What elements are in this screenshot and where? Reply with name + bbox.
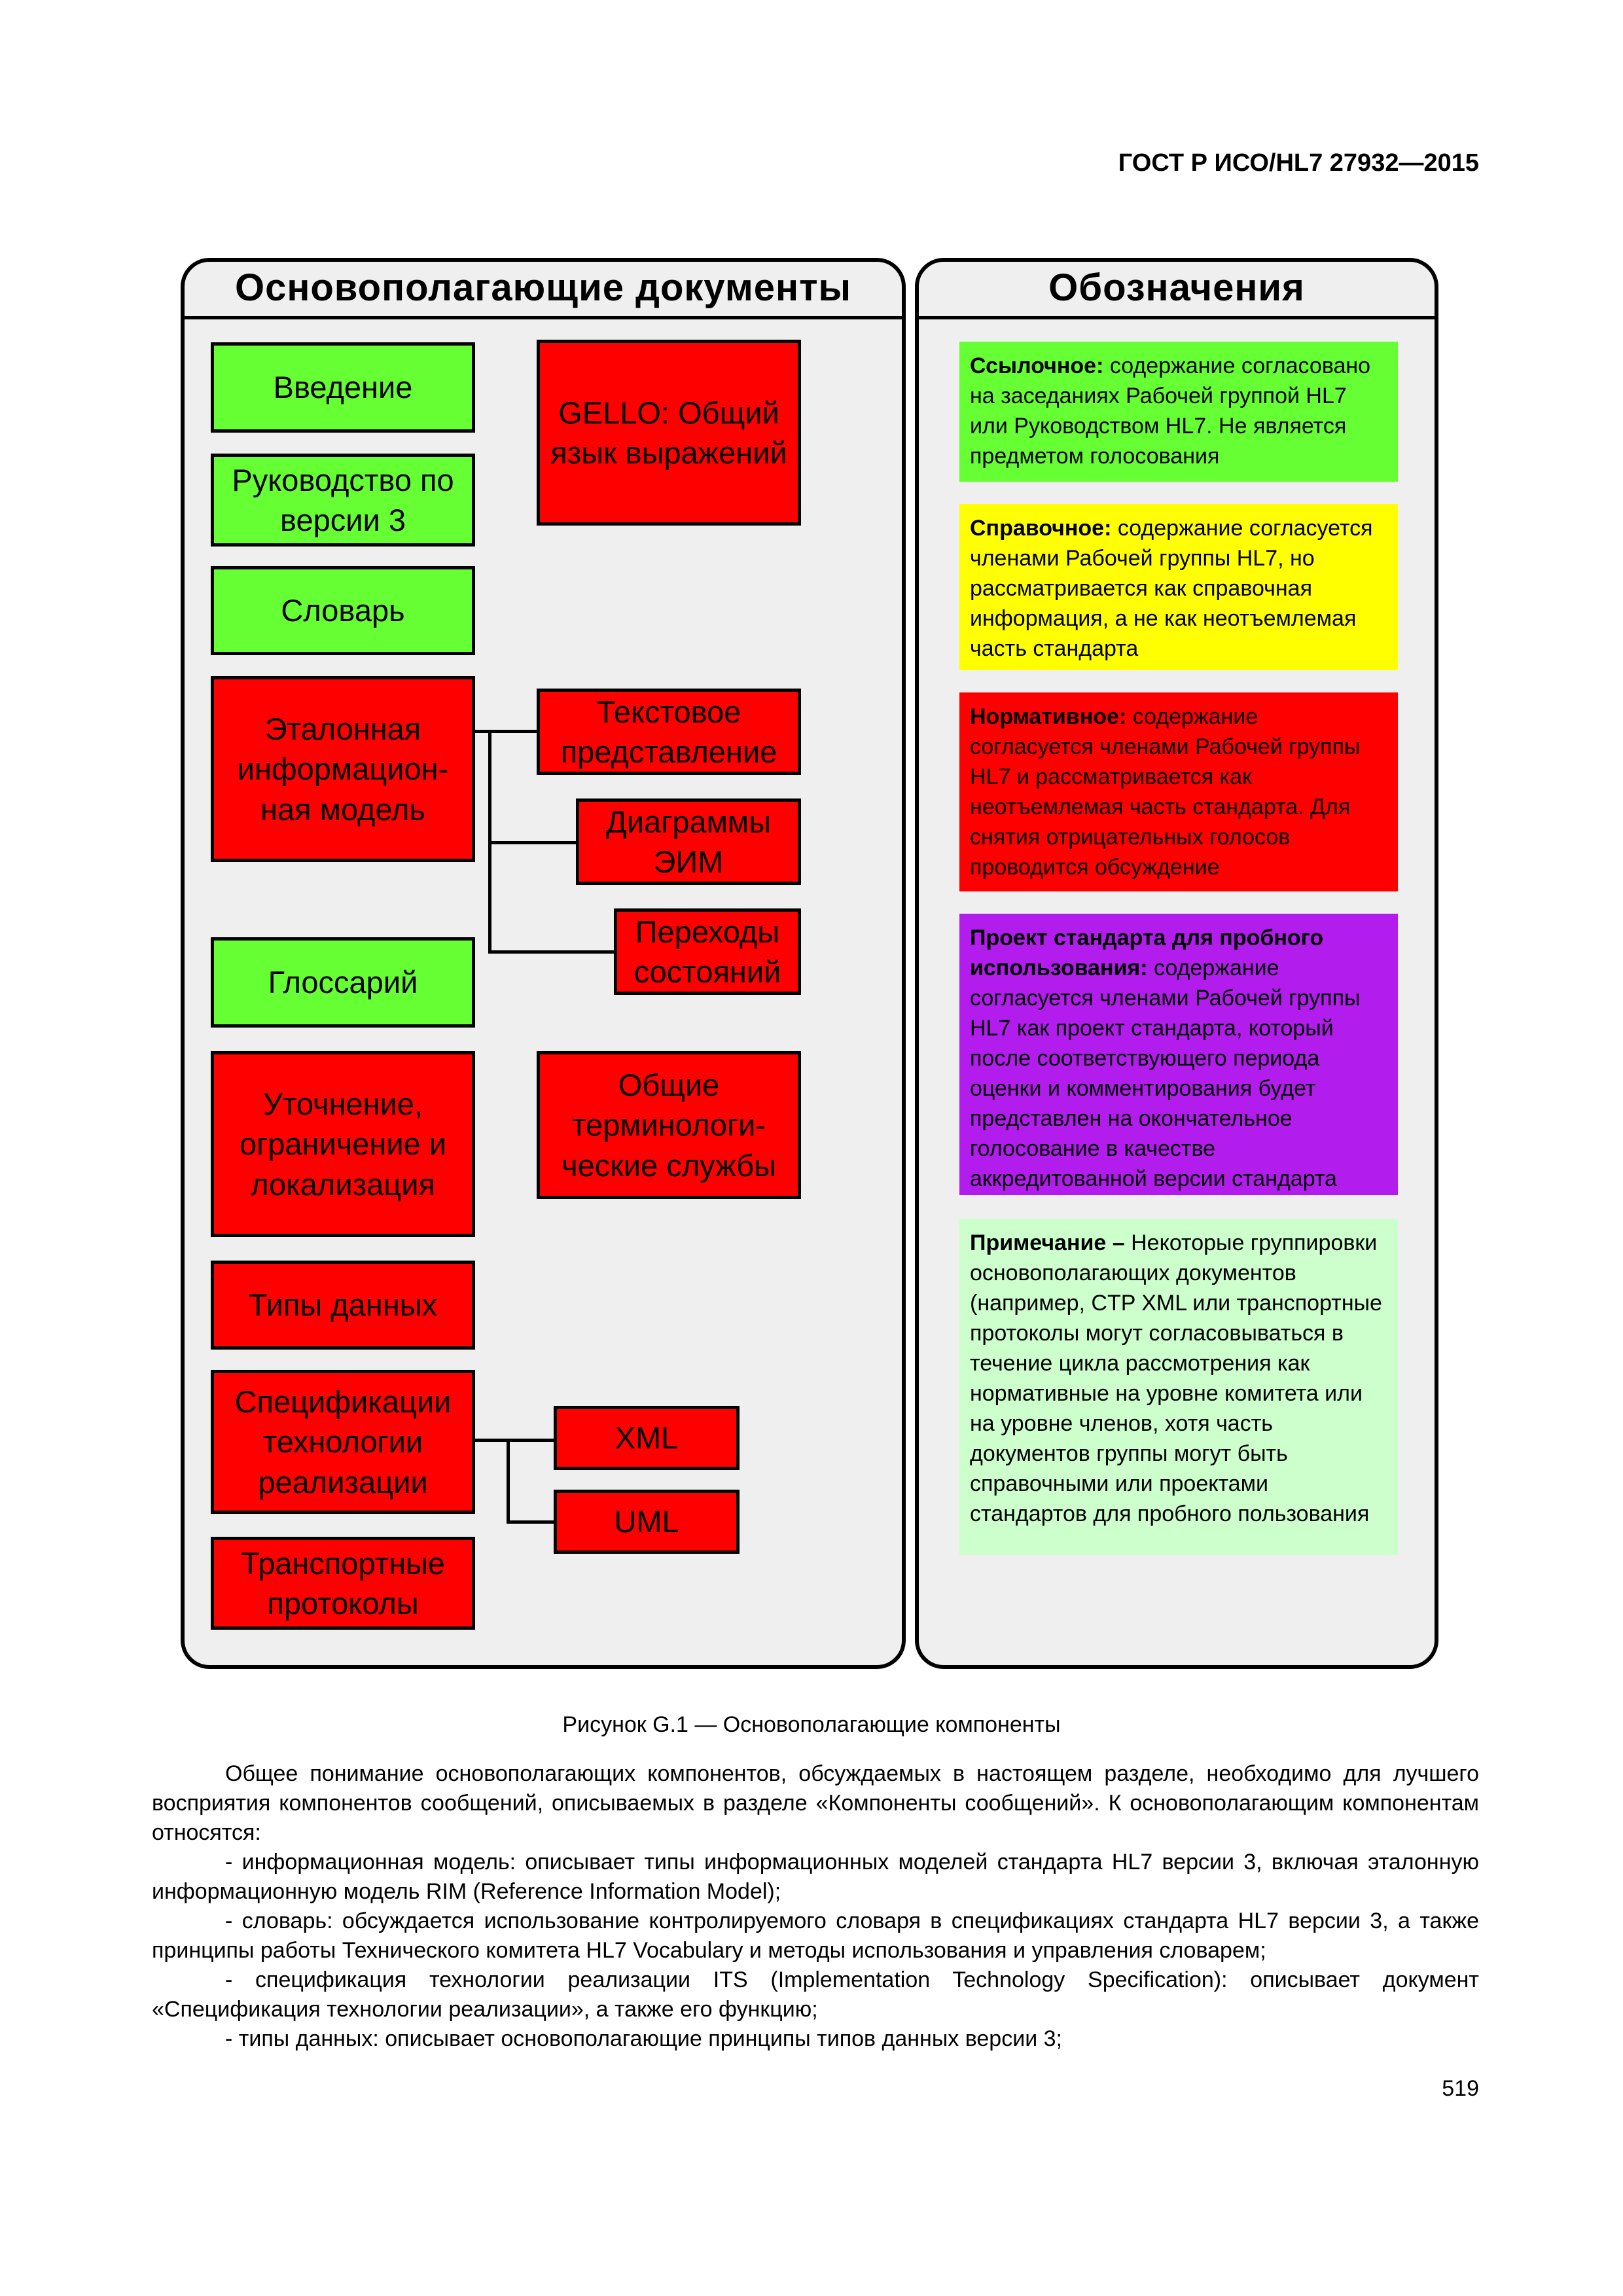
page-number: 519 <box>1442 2076 1479 2101</box>
box-intro: Введение <box>211 342 475 433</box>
box-rim-diagrams: Диаграммы ЭИМ <box>576 798 801 885</box>
box-xml: XML <box>554 1406 740 1470</box>
box-gello: GELLO: Общий язык выражений <box>537 340 801 526</box>
box-guide: Руководство по версии 3 <box>211 454 475 547</box>
legend-title-divider <box>919 316 1435 319</box>
document-code: ГОСТ Р ИСО/HL7 27932—2015 <box>1118 149 1479 177</box>
list-item: - словарь: обсуждается использование кон… <box>152 1909 1479 1963</box>
legend-note: Примечание – Некоторые группировки основ… <box>959 1219 1398 1555</box>
box-glossary: Глоссарий <box>211 937 475 1028</box>
box-text-representation: Текстовое представление <box>537 689 801 775</box>
connector-its-uml <box>507 1520 554 1524</box>
list-item: - спецификация технологии реализации ITS… <box>152 1967 1479 2022</box>
box-reference-information-model: Эталонная информацион-ная модель <box>211 676 475 862</box>
connector-rim-text <box>488 730 537 733</box>
body-paragraph: Общее понимание основополагающих компоне… <box>152 1761 1479 1845</box>
figure-caption: Рисунок G.1 — Основополагающие компонент… <box>562 1712 1061 1737</box>
legend-informative: Справочное: содержание согласуется члена… <box>959 504 1398 670</box>
connector-rim-states <box>488 950 614 954</box>
box-common-terminology-services: Общие терминологи-ческие службы <box>537 1051 801 1199</box>
list-item: - информационная модель: описывает типы … <box>152 1850 1479 1904</box>
list-item: - типы данных: описывает основополагающи… <box>225 2026 1063 2051</box>
connector-its-xml <box>507 1439 554 1442</box>
legend-reference: Ссылочное: содержание согласовано на зас… <box>959 342 1398 482</box>
box-implementation-technology-specs: Спецификации технологии реализации <box>211 1370 475 1514</box>
connector-its-vertical <box>507 1439 510 1524</box>
connector-rim-diagrams <box>488 841 576 844</box>
connector-rim-trunk <box>475 730 490 733</box>
legend-panel-title: Обозначения <box>1048 266 1305 309</box>
box-data-types: Типы данных <box>211 1261 475 1350</box>
legend-draft-standard: Проект стандарта для пробного использова… <box>959 914 1398 1195</box>
box-refinement-localization: Уточнение, ограничение и локализация <box>211 1051 475 1237</box>
box-uml: UML <box>554 1490 740 1554</box>
connector-its-trunk <box>475 1439 509 1442</box>
foundation-panel-title: Основополагающие документы <box>234 266 852 309</box>
box-state-transitions: Переходы состояний <box>614 908 801 995</box>
box-transport-protocols: Транспортные протоколы <box>211 1537 475 1630</box>
legend-normative: Нормативное: содержание согласуется член… <box>959 692 1398 891</box>
foundation-title-divider <box>185 316 902 319</box>
box-vocabulary: Словарь <box>211 566 475 655</box>
